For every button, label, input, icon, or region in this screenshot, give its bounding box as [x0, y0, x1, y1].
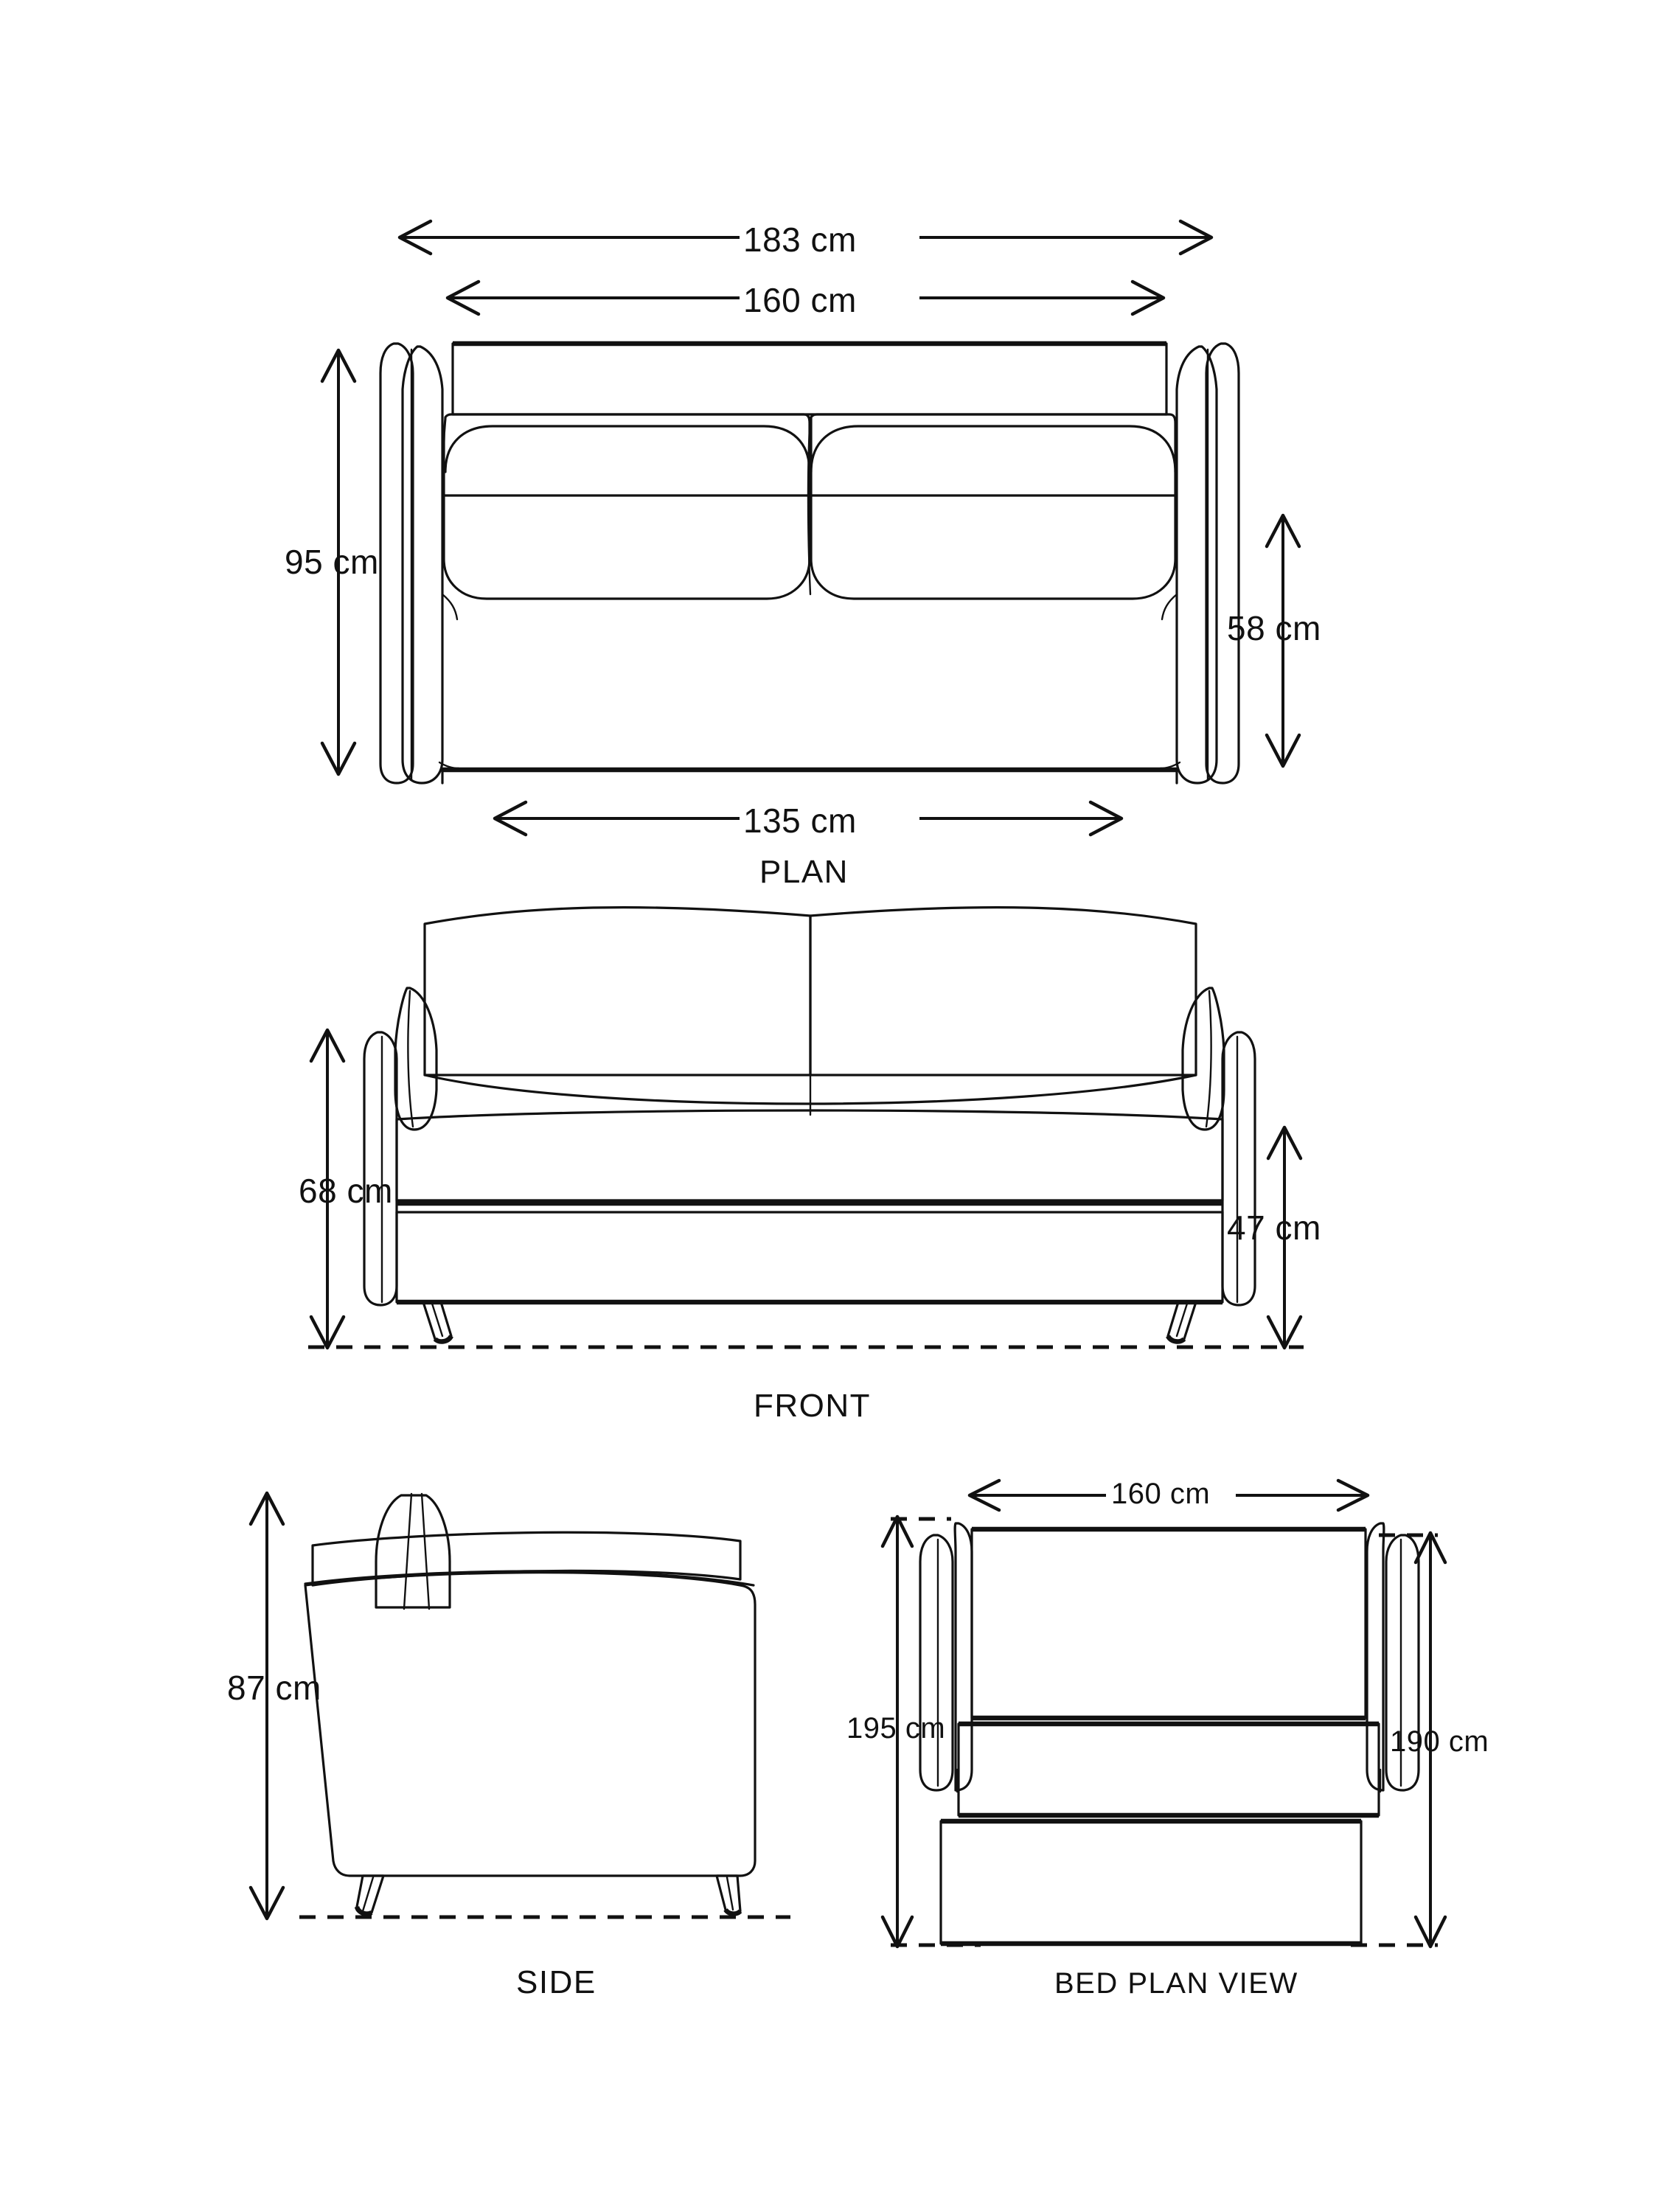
dimension-label-195: 195 cm [846, 1712, 946, 1745]
dimension-135 [493, 800, 1124, 837]
side-sofa-outline [304, 1492, 757, 1916]
dimension-label-160-plan: 160 cm [743, 281, 857, 319]
dimension-label-135: 135 cm [743, 801, 857, 840]
dimension-68 [309, 1028, 346, 1350]
front-sofa-outline [363, 906, 1256, 1344]
bed-plan-outline [919, 1522, 1420, 1947]
plan-sofa-outline [379, 341, 1240, 785]
dimension-label-47: 47 cm [1227, 1208, 1321, 1247]
bed-plan-view-group [880, 1478, 1447, 1949]
dimension-183 [397, 219, 1214, 256]
dimension-label-95: 95 cm [285, 543, 379, 581]
dimension-label-68: 68 cm [299, 1172, 393, 1210]
view-label-front: FRONT [754, 1388, 872, 1424]
view-label-bed-plan: BED PLAN VIEW [1054, 1967, 1298, 2000]
dimension-label-58: 58 cm [1227, 609, 1321, 647]
dimension-87 [248, 1491, 285, 1921]
plan-view-group [320, 219, 1301, 837]
dimension-label-190: 190 cm [1390, 1725, 1489, 1758]
view-label-side: SIDE [516, 1964, 597, 2000]
front-view-group [308, 906, 1304, 1350]
dimension-190 [1351, 1531, 1447, 1949]
dimension-47 [1266, 1125, 1303, 1350]
dimension-95 [320, 348, 357, 776]
dimension-160-bed [967, 1478, 1370, 1512]
dimension-195 [880, 1514, 981, 1949]
dimension-label-87: 87 cm [227, 1669, 321, 1707]
dimension-58 [1265, 513, 1301, 768]
dimension-label-183: 183 cm [743, 220, 857, 259]
view-label-plan: PLAN [759, 854, 849, 890]
dimension-label-160-bed: 160 cm [1111, 1478, 1211, 1510]
side-view-group [248, 1491, 790, 1921]
dimension-160-plan [445, 279, 1166, 316]
